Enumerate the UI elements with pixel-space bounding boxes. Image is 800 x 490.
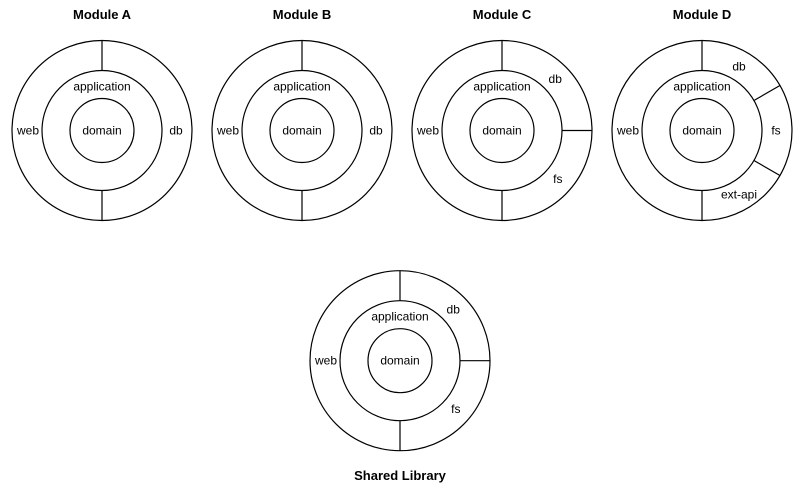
inner-circle-label: domain: [682, 124, 721, 138]
diagram-title: Module D: [672, 7, 732, 22]
onion-architecture-diagram: application domain web db fs ext-api: [611, 39, 793, 222]
inner-circle: [669, 97, 735, 164]
inner-circle: [367, 328, 433, 394]
diagram-title: Module C: [472, 7, 532, 22]
outer-segment-label: db: [369, 124, 383, 138]
outer-segment-label: fs: [451, 402, 460, 416]
onion-architecture-diagram: application domain web db fs: [309, 270, 491, 452]
outer-segment-label: web: [216, 124, 239, 138]
outer-segment-label: web: [314, 354, 337, 368]
middle-ring-label: application: [673, 80, 730, 94]
inner-circle: [69, 97, 135, 164]
outer-segment-label: db: [447, 302, 461, 316]
outer-segment-label: web: [16, 124, 39, 138]
outer-segment-label: web: [416, 124, 439, 138]
diagram-module-d: Module D application domain web db fs ext-api: [602, 0, 800, 245]
diagram-title: Module A: [72, 7, 131, 22]
outer-segment-label: db: [549, 72, 563, 86]
segment-divider: [753, 84, 781, 102]
outer-segment-label: ext-api: [721, 188, 757, 202]
onion-architecture-diagram: application domain web db: [11, 39, 193, 222]
outer-segment-label: db: [732, 59, 746, 73]
inner-circle: [269, 97, 335, 164]
inner-circle-label: domain: [282, 124, 321, 138]
onion-architecture-diagram: application domain web db fs: [411, 39, 593, 222]
outer-segment-label: fs: [553, 172, 562, 186]
diagram-module-c: Module C application domain web db fs: [402, 0, 602, 245]
diagram-shared-library: application domain web db fs Shared Library: [300, 252, 500, 490]
inner-circle-label: domain: [380, 354, 419, 368]
diagram-module-b: Module B application domain web db: [202, 0, 402, 245]
diagram-title: Module B: [272, 7, 332, 22]
inner-circle: [469, 97, 535, 164]
outer-segment-label: web: [616, 124, 639, 138]
outer-segment-label: fs: [771, 124, 780, 138]
diagram-module-a: Module A application domain web db: [2, 0, 202, 245]
segment-divider: [753, 159, 781, 177]
middle-ring-label: application: [73, 80, 130, 94]
middle-ring-label: application: [473, 80, 530, 94]
onion-architecture-diagram: application domain web db: [211, 39, 393, 222]
inner-circle-label: domain: [482, 124, 521, 138]
middle-ring-label: application: [371, 310, 428, 324]
diagram-title: Shared Library: [354, 468, 446, 483]
inner-circle-label: domain: [82, 124, 121, 138]
middle-ring-label: application: [273, 80, 330, 94]
outer-segment-label: db: [169, 124, 183, 138]
